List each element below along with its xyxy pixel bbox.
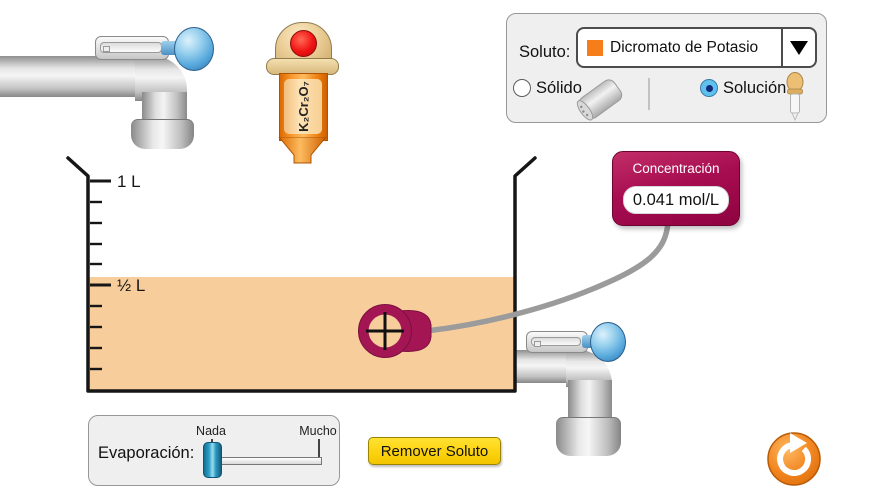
- evaporation-max-label: Mucho: [299, 424, 337, 438]
- solution-dropper-icon: [786, 72, 804, 122]
- probe-cable: [423, 219, 671, 334]
- concentration-meter[interactable]: Concentración 0.041 mol/L: [612, 151, 740, 226]
- input-faucet-pipe: [0, 56, 150, 97]
- drain-faucet-outlet: [556, 417, 621, 456]
- evaporation-label: Evaporación:: [98, 444, 195, 462]
- tick-label-halfL: ½ L: [117, 276, 145, 295]
- dropper-formula-text: K₂Cr₂O₇: [295, 81, 311, 132]
- solute-dropdown-arrow-button[interactable]: [781, 29, 815, 66]
- shaker-icon: [576, 79, 623, 121]
- input-faucet-spout: [142, 92, 187, 122]
- evaporation-slider-knob[interactable]: [203, 442, 222, 478]
- probe-crosshair-icon: [366, 312, 404, 350]
- drain-faucet-spout: [568, 380, 612, 418]
- meter-value-readout: 0.041 mol/L: [623, 186, 729, 214]
- evaporation-panel: Evaporación: Nada Mucho: [88, 415, 340, 486]
- drain-faucet-knob[interactable]: [590, 322, 626, 362]
- solute-color-swatch: [587, 39, 603, 56]
- solute-dropdown[interactable]: Dicromato de Potasio: [576, 27, 817, 68]
- reset-arrow-icon: [777, 433, 812, 476]
- input-faucet-outlet: [131, 119, 194, 149]
- radio-solution[interactable]: [700, 79, 718, 97]
- solute-panel: Soluto: Dicromato de Potasio Sólido: [506, 13, 827, 123]
- input-faucet-slider-notch: [103, 46, 110, 52]
- solute-dropdown-value: Dicromato de Potasio: [610, 38, 759, 56]
- radio-solid-label[interactable]: Sólido: [536, 79, 582, 97]
- radio-solid[interactable]: [513, 79, 531, 97]
- tick-label-1L: 1 L: [117, 172, 141, 191]
- dropper-label: K₂Cr₂O₇: [284, 79, 322, 134]
- concentration-probe[interactable]: [358, 304, 432, 358]
- dropper-red-button[interactable]: [290, 30, 317, 57]
- reset-button[interactable]: [764, 428, 824, 488]
- drain-faucet-slider-notch: [534, 341, 541, 347]
- input-faucet-slider-track: [95, 36, 169, 60]
- radio-solution-label[interactable]: Solución: [723, 79, 787, 97]
- meter-title: Concentración: [632, 161, 720, 176]
- evaporation-max-tick: [318, 439, 320, 459]
- input-faucet-knob[interactable]: [174, 27, 214, 71]
- evaporation-min-label: Nada: [196, 424, 226, 438]
- drain-faucet-slider-track: [526, 331, 588, 353]
- beaker-ticks: [90, 179, 111, 371]
- evaporation-slider-track[interactable]: [206, 457, 322, 465]
- solute-label: Soluto:: [519, 43, 571, 61]
- solution: [89, 277, 514, 390]
- radio-divider: [648, 78, 650, 110]
- chevron-down-icon: [790, 40, 808, 55]
- dropper-tip: [278, 137, 327, 164]
- remove-solute-button[interactable]: Remover Soluto: [368, 437, 501, 465]
- beaker-outline: [66, 156, 537, 393]
